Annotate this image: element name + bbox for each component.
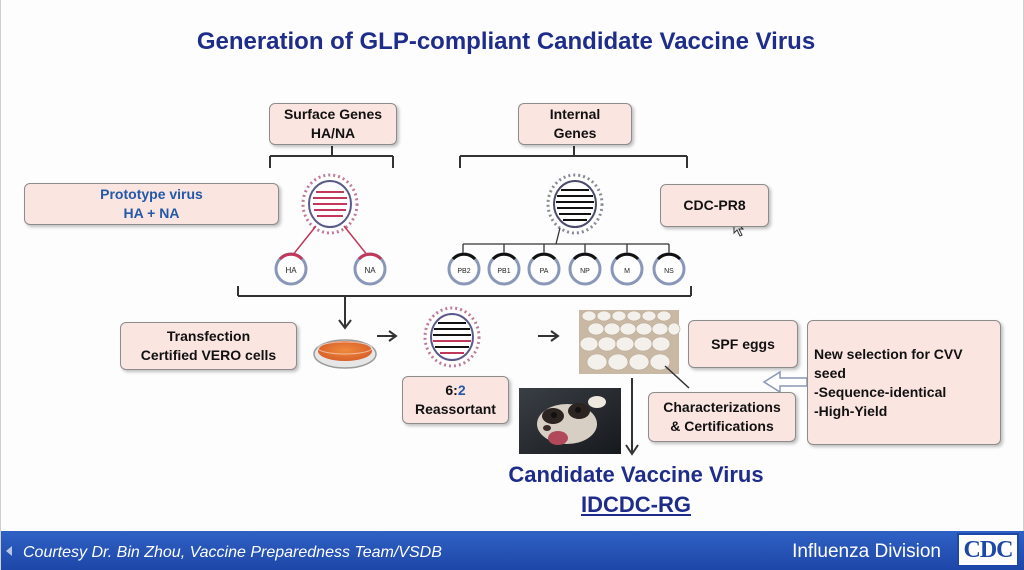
- cvv-title: Candidate Vaccine Virus: [508, 462, 764, 487]
- prototype-virus-box: Prototype virus HA + NA: [24, 183, 279, 225]
- plasmid-ha-label: HA: [285, 266, 297, 275]
- prototype-to-na-line: [343, 225, 369, 257]
- plasmid-pa-label: PA: [540, 268, 549, 275]
- footer-division: Influenza Division: [792, 541, 941, 562]
- internal-plasmid-connector: [462, 227, 670, 254]
- characterizations-line2: & Certifications: [670, 418, 774, 434]
- reassortant-box: 6:2 Reassortant: [402, 376, 509, 424]
- plasmid-pb2: PB2: [447, 252, 481, 286]
- diagram-canvas: HA NA PB2 PB1 PA NP: [237, 146, 808, 456]
- plasmid-np: NP: [568, 252, 602, 286]
- characterizations-box: Characterizations & Certifications: [648, 392, 796, 442]
- cdc-logo: CDC: [957, 533, 1019, 567]
- prototype-line2: HA + NA: [123, 205, 180, 221]
- transfection-line2: Certified VERO cells: [140, 347, 277, 363]
- cvv-subtitle: IDCDC-RG: [581, 492, 691, 517]
- surface-genes-bracket: [269, 146, 394, 168]
- eggs-image: [579, 310, 681, 374]
- combine-bracket: [237, 286, 692, 330]
- internal-genes-box: Internal Genes: [518, 103, 632, 145]
- plasmid-ns: NS: [652, 252, 686, 286]
- pr8-virus-icon: [546, 173, 604, 235]
- plasmid-pb1-label: PB1: [497, 268, 510, 275]
- ferret-image: [519, 388, 621, 454]
- plasmid-m-label: M: [624, 268, 630, 275]
- characterizations-line1: Characterizations: [663, 399, 781, 415]
- plasmid-np-label: NP: [580, 268, 590, 275]
- arrow-eggs-to-characterizations: [664, 365, 690, 389]
- reassortant-ratio-b: 2: [457, 382, 466, 398]
- transfection-box: Transfection Certified VERO cells: [120, 322, 297, 370]
- selection-line1: New selection for CVV: [814, 345, 963, 362]
- selection-line4: -High-Yield: [814, 402, 888, 419]
- spf-eggs-box: SPF eggs: [688, 320, 798, 368]
- plasmid-na-label: NA: [364, 266, 376, 275]
- internal-genes-line1: Internal: [549, 106, 601, 122]
- footer-bar: Courtesy Dr. Bin Zhou, Vaccine Preparedn…: [1, 531, 1024, 570]
- petri-dish-icon: [313, 339, 377, 369]
- arrow-to-reassortant: [377, 330, 398, 342]
- cdc-pr8-label: CDC-PR8: [683, 197, 746, 213]
- slide-title: Generation of GLP-compliant Candidate Va…: [196, 28, 816, 55]
- footer-credit: Courtesy Dr. Bin Zhou, Vaccine Preparedn…: [23, 544, 442, 561]
- plasmid-pa: PA: [527, 252, 561, 286]
- surface-genes-box: Surface Genes HA/NA: [269, 103, 397, 145]
- plasmid-m: M: [610, 252, 644, 286]
- cdc-pr8-box: CDC-PR8: [660, 184, 769, 227]
- arrow-to-eggs: [538, 330, 560, 342]
- internal-genes-bracket: [459, 146, 688, 168]
- plasmid-ns-label: NS: [664, 268, 674, 275]
- reassortant-label: Reassortant: [415, 401, 496, 417]
- slide-back-icon[interactable]: [6, 546, 12, 556]
- arrow-from-selection: [762, 370, 808, 394]
- reassortant-ratio-a: 6:: [445, 382, 458, 398]
- prototype-to-ha-line: [291, 225, 317, 257]
- spf-eggs-label: SPF eggs: [711, 335, 775, 352]
- surface-genes-line1: Surface Genes: [283, 106, 383, 122]
- prototype-line1: Prototype virus: [100, 186, 203, 202]
- plasmid-pb1: PB1: [487, 252, 521, 286]
- surface-genes-line2: HA/NA: [310, 125, 356, 141]
- selection-line3: -Sequence-identical: [814, 383, 947, 400]
- selection-line2: seed: [814, 364, 846, 381]
- plasmid-na: NA: [353, 252, 387, 286]
- plasmid-pb2-label: PB2: [457, 268, 470, 275]
- prototype-virus-icon: [301, 173, 359, 235]
- reassortant-virus-icon: [423, 306, 481, 368]
- internal-genes-line2: Genes: [553, 125, 597, 141]
- plasmid-ha: HA: [274, 252, 308, 286]
- reassortant-ratio: 6:2: [445, 381, 465, 400]
- transfection-line1: Transfection: [166, 328, 251, 344]
- arrow-to-cvv: [625, 378, 639, 456]
- selection-box: New selection for CVV seed -Sequence-ide…: [807, 320, 1001, 445]
